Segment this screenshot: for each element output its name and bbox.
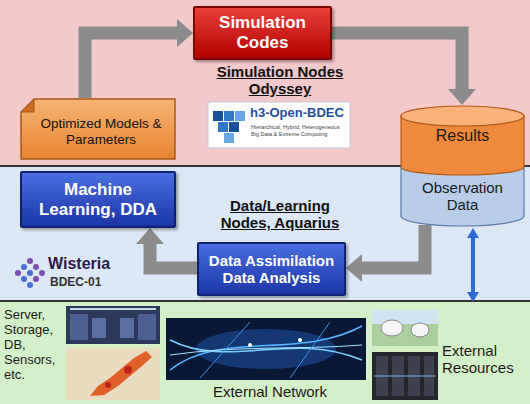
process-box: Data Assimilation Data Analysis: [197, 242, 346, 296]
text-slot: Server, Storage, DB, Sensors, etc.: [4, 308, 62, 383]
logo-dot: [21, 264, 27, 270]
logo-dot: [27, 282, 33, 288]
text-slot: Big Data & Extreme Computing: [251, 131, 327, 137]
logo-text: Big Data & Extreme Computing: [251, 131, 327, 137]
photo-detail: [70, 308, 156, 310]
logo-text: h3-Open-BDEC: [250, 106, 344, 121]
logo-plate: [208, 102, 350, 148]
logo-dot: [15, 270, 21, 276]
photo-frame: [372, 352, 438, 400]
map-photo: [66, 348, 160, 400]
h3-logo: [208, 102, 350, 148]
photo-detail: [170, 326, 362, 370]
map-dot: [105, 382, 111, 388]
logo-dot: [33, 264, 39, 270]
logo-cube: [229, 122, 239, 132]
node-text: Simulation Codes: [203, 13, 322, 52]
photo-detail: [376, 356, 388, 396]
photo-detail: [248, 343, 252, 347]
document-body: [21, 99, 175, 159]
photo-detail: [298, 338, 302, 342]
node-text: External Resources: [442, 342, 528, 377]
photo-detail: [392, 356, 404, 396]
text-slot: Wisteria: [48, 255, 110, 273]
logo-cube: [235, 111, 245, 121]
logo-cube: [213, 111, 223, 121]
logo-text: BDEC-01: [50, 276, 101, 290]
process-box: Simulation Codes: [193, 6, 332, 60]
logo-dot: [21, 276, 27, 282]
cylinder-side: [523, 167, 524, 216]
photo-detail: [170, 345, 362, 355]
photo-detail: [196, 329, 336, 369]
node-text: External Network: [190, 383, 350, 400]
logo-cube: [218, 122, 228, 132]
server-room-photo: [66, 306, 160, 344]
logo-text: Wisteria: [48, 255, 110, 273]
node-text: Observation Data: [405, 179, 520, 214]
logo-dot: [27, 258, 33, 264]
cylinder-top: [401, 106, 524, 126]
photo-detail: [372, 310, 438, 324]
node-text: Data/Learning Nodes, Aquarius: [210, 197, 350, 232]
antenna-photo: [372, 310, 438, 346]
logo-cube: [224, 111, 234, 121]
photo-detail: [138, 314, 156, 340]
logo-text: Hierarchical, Hybrid, Heterogeneous: [251, 124, 340, 130]
text-slot: Simulation Nodes Odyssey: [195, 63, 365, 98]
node-text: Server, Storage, DB, Sensors, etc.: [4, 308, 62, 383]
photo-detail: [200, 322, 330, 378]
node-text: Optimized Models & Parameters: [34, 116, 168, 147]
text-slot: Data/Learning Nodes, Aquarius: [210, 197, 350, 232]
photo-detail: [170, 340, 362, 360]
photo-frame: [372, 310, 438, 346]
flow-arrow: [332, 33, 462, 89]
database-cylinder: ResultsObservation Data: [400, 105, 525, 228]
photo-detail: [374, 376, 436, 377]
text-slot: h3-Open-BDEC: [250, 106, 344, 121]
text-slot: Observation Data: [405, 179, 520, 214]
node-text: Data Assimilation Data Analysis: [207, 252, 336, 287]
text-slot: BDEC-01: [50, 276, 101, 290]
node-text: Results: [405, 127, 520, 145]
photo-detail: [424, 356, 434, 396]
photo-detail: [411, 323, 429, 337]
logo-cube: [224, 133, 234, 143]
document-shape: Optimized Models & Parameters: [20, 98, 176, 160]
cylinder-side: [400, 167, 401, 216]
map-shape: [90, 351, 152, 396]
logo-dot: [39, 270, 45, 276]
logo-dot: [33, 276, 39, 282]
link-arrow: [471, 238, 475, 292]
flow-arrow: [85, 33, 177, 98]
supercomputer-photo: [372, 352, 438, 400]
map-dot: [124, 366, 132, 374]
photo-frame: [66, 306, 160, 344]
node-text: Simulation Nodes Odyssey: [195, 63, 365, 98]
network-photo: [166, 318, 366, 380]
text-slot: External Network: [190, 383, 350, 400]
document-fold: [21, 99, 34, 112]
photo-frame: [66, 348, 160, 400]
photo-detail: [381, 320, 403, 336]
photo-detail: [70, 314, 88, 340]
photo-detail: [408, 356, 420, 396]
flow-arrow: [150, 244, 197, 268]
photo-detail: [92, 318, 106, 338]
photo-detail: [120, 318, 134, 338]
region-band: Server, Storage, DB, Sensors, etc. Extern…: [0, 302, 530, 404]
process-box: Machine Learning, DDA: [20, 171, 176, 228]
logo-dot: [27, 270, 33, 276]
text-slot: Results: [405, 127, 520, 145]
photo-frame: [166, 318, 366, 380]
node-text: Machine Learning, DDA: [30, 180, 166, 219]
text-slot: Hierarchical, Hybrid, Heterogeneous: [251, 124, 340, 130]
text-slot: External Resources: [442, 342, 528, 377]
wisteria-logo: [15, 258, 45, 288]
flow-arrow: [362, 225, 425, 268]
